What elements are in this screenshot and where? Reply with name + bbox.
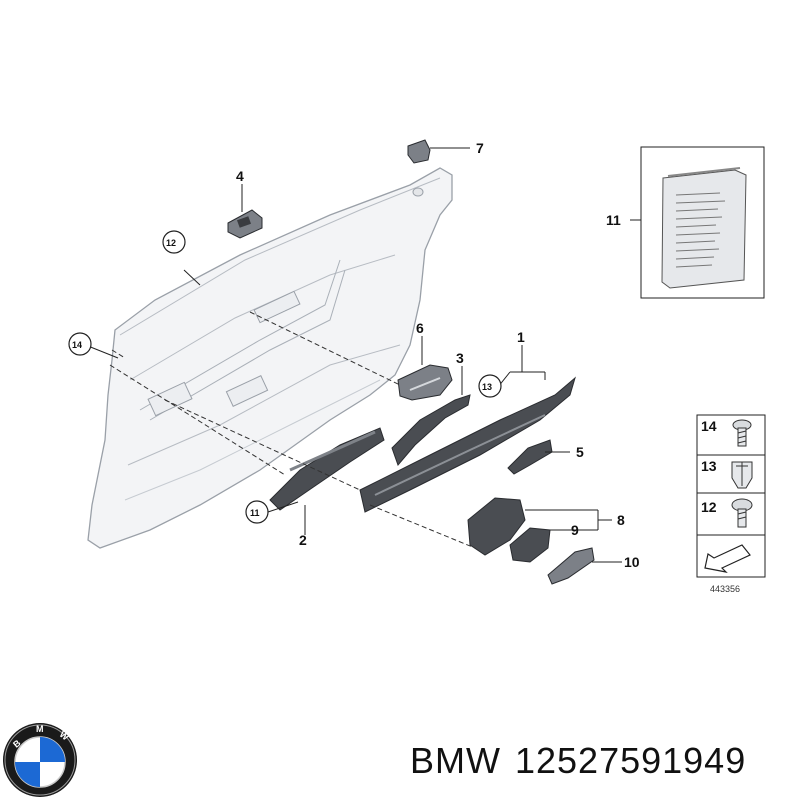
- part-2-grille: [269, 427, 385, 511]
- part-11-kit-box: [640, 146, 765, 299]
- svg-text:M: M: [36, 724, 44, 734]
- circled-callout-14: 14: [72, 340, 82, 350]
- bmw-logo: B M W: [3, 723, 77, 797]
- legend-label-12: 12: [701, 499, 717, 515]
- circled-callout-11: 11: [250, 508, 260, 518]
- legend-label-14: 14: [701, 418, 717, 434]
- callout-9: 9: [571, 522, 579, 538]
- callout-2: 2: [299, 532, 307, 548]
- callout-10: 10: [624, 554, 640, 570]
- assembly-lines: [109, 311, 476, 549]
- screw-12-icon: [731, 498, 753, 528]
- part-3-trim: [391, 394, 471, 466]
- part-6-bracket: [397, 364, 453, 401]
- fastener-legend: 14 13 12 443356: [696, 414, 766, 594]
- callouts: 4 7 6 3 1 5 2 8 9 10 11 12 14 13 11: [68, 140, 640, 570]
- door-panel: [87, 167, 453, 549]
- leader-lines: [87, 147, 665, 563]
- callout-6: 6: [416, 320, 424, 336]
- clip-13-icon: [731, 461, 753, 489]
- part-8-pocket: [467, 497, 526, 556]
- part-7-clip: [407, 139, 431, 164]
- svg-text:B: B: [11, 737, 23, 749]
- part-caption: BMW 12527591949: [410, 740, 760, 782]
- part-9-cup: [509, 527, 551, 563]
- part-10-cover: [547, 547, 595, 585]
- callout-8: 8: [617, 512, 625, 528]
- callout-7: 7: [476, 140, 484, 156]
- screw-14-icon: [732, 419, 752, 447]
- callout-11: 11: [606, 212, 621, 228]
- brand-name: BMW: [410, 740, 501, 781]
- circled-callout-13: 13: [482, 382, 492, 392]
- part-5-insert: [507, 439, 553, 475]
- callout-4: 4: [236, 168, 244, 184]
- legend-label-13: 13: [701, 458, 717, 474]
- callout-5: 5: [576, 444, 584, 460]
- part-4-clip: [227, 209, 263, 239]
- part-number: 12527591949: [514, 740, 747, 781]
- diagram-reference-number: 443356: [710, 584, 740, 594]
- part-1-armrest: [359, 376, 576, 513]
- callout-3: 3: [456, 350, 464, 366]
- circled-callout-12: 12: [166, 238, 176, 248]
- callout-1: 1: [517, 329, 525, 345]
- direction-arrow-icon: [696, 534, 766, 578]
